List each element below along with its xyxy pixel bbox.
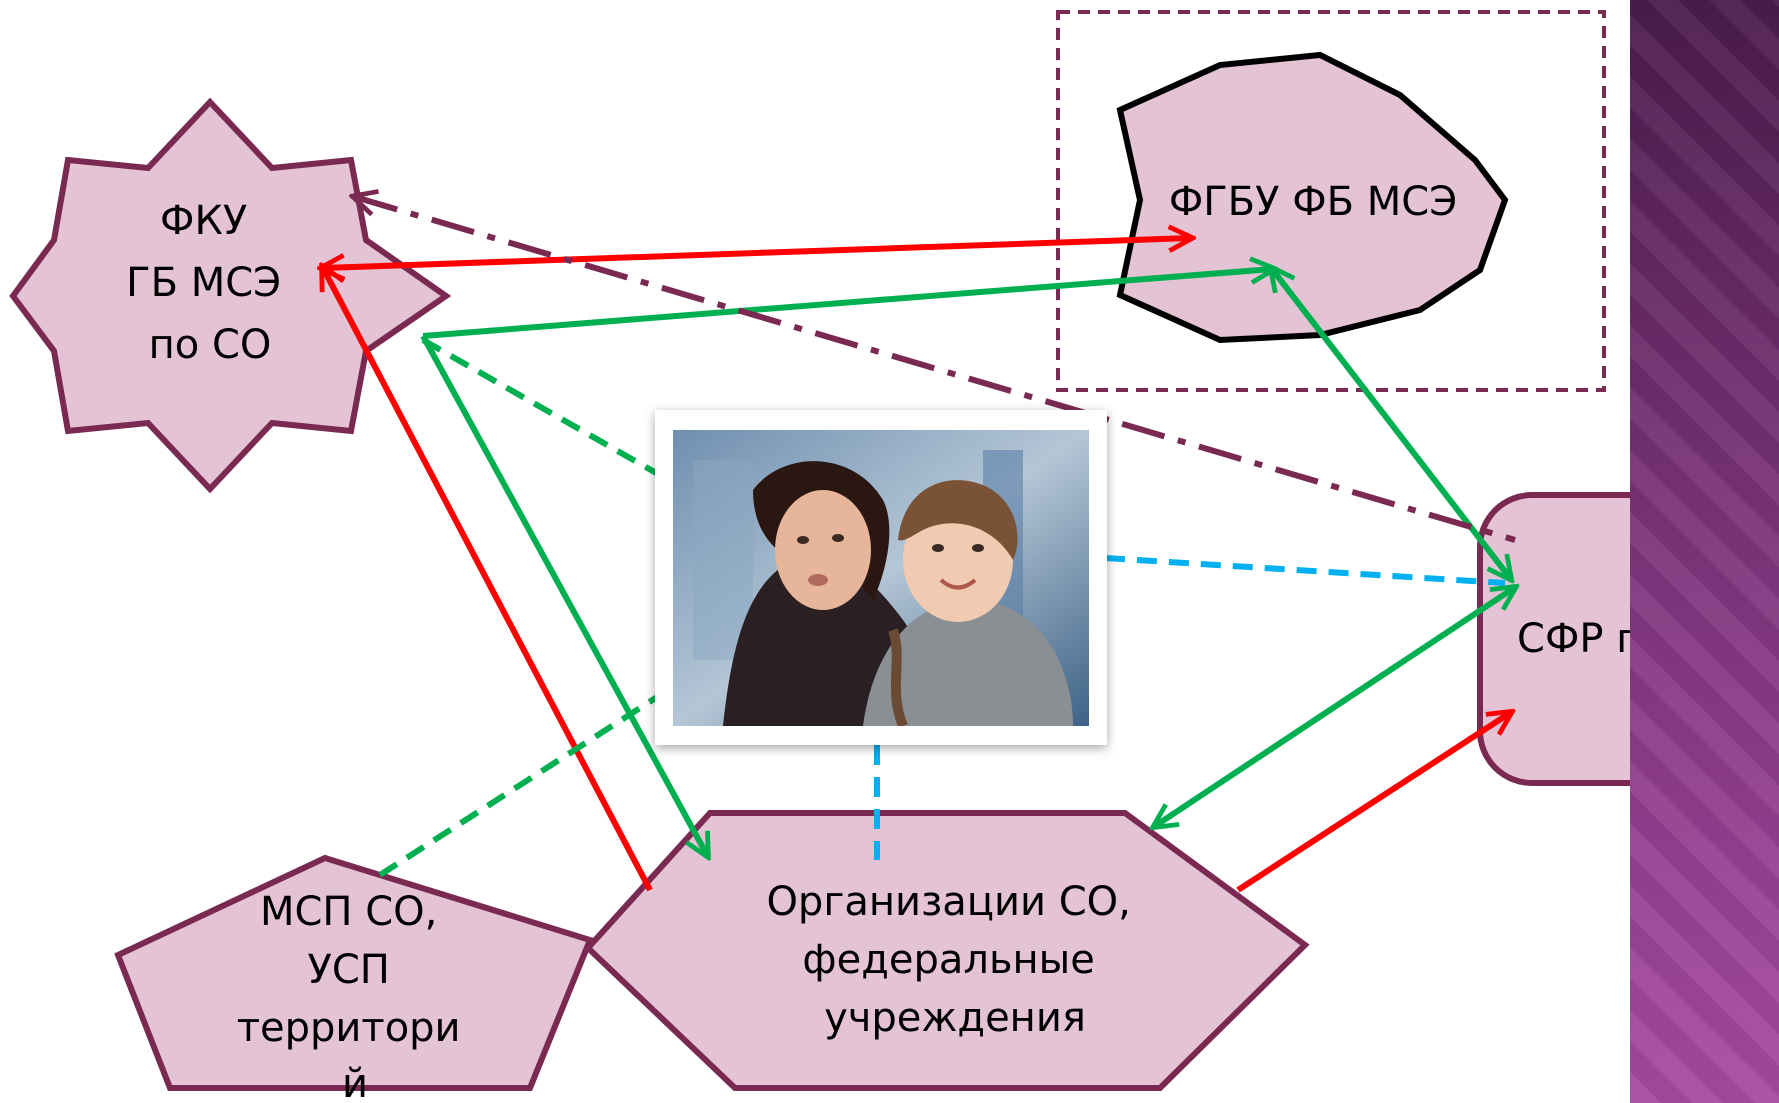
photo-frame [655, 410, 1107, 745]
msp-label: МСП СО, УСП территори й [237, 889, 474, 1103]
fku-fgbu-green-arrow [422, 269, 1272, 339]
msp-photo-green-dashed-line [378, 687, 670, 878]
org-label-line-2: федеральные [802, 937, 1094, 983]
fku-fgbu-red-arrow [323, 238, 1190, 268]
fku-label-line-2: ГБ МСЭ [126, 260, 281, 306]
fku-label-line-3: по СО [149, 322, 272, 368]
photo-sfr-blue-dashed-line [1104, 555, 1506, 586]
msp-label-line-1: МСП СО, [260, 889, 437, 935]
sfr-org-green-arrow [1155, 588, 1514, 826]
decorative-side-band [1630, 0, 1779, 1103]
fku-org-green-arrow [420, 334, 707, 855]
fku-photo-green-dashed-line [421, 337, 667, 481]
woman-and-child-photo [673, 430, 1089, 726]
org-label: Организации СО, федеральные учреждения [766, 879, 1143, 1041]
msp-pentagon-shape [114, 854, 595, 1091]
fgbu-label: ФГБУ ФБ МСЭ [1169, 179, 1457, 225]
org-label-line-1: Организации СО, [766, 879, 1130, 925]
fgbu-label-line-1: ФГБУ ФБ МСЭ [1169, 179, 1457, 225]
org-sfr-red-arrow [1236, 713, 1510, 893]
fku-sfr-maroon-dashdot-arrow [355, 197, 1516, 543]
fku-org-red-line [323, 268, 653, 892]
msp-label-line-2: УСП [307, 947, 389, 993]
fku-label-line-1: ФКУ [160, 198, 247, 244]
fku-label: ФКУ ГБ МСЭ по СО [126, 198, 294, 368]
photo-illustration [673, 430, 1089, 726]
msp-label-line-3: территори [237, 1005, 461, 1051]
org-label-line-3: учреждения [824, 995, 1086, 1041]
msp-label-line-4: й [342, 1061, 368, 1103]
